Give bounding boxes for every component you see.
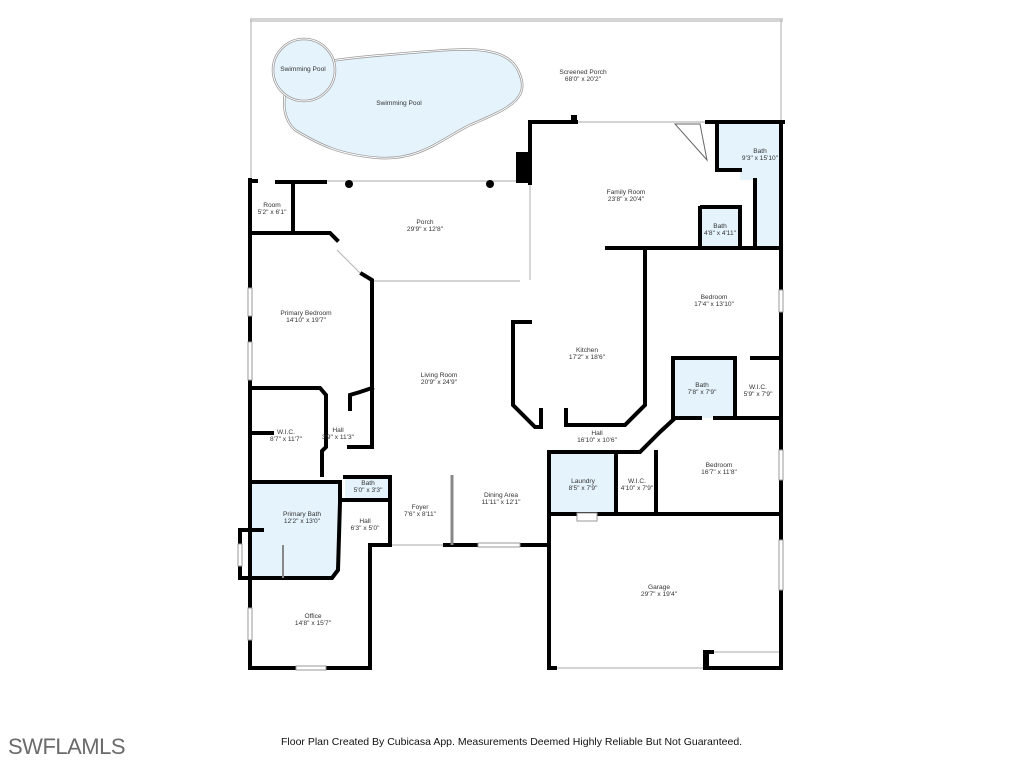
room-labels: Swimming Pool Swimming Pool Screened Por… xyxy=(258,66,779,627)
svg-text:12'2" x 13'0": 12'2" x 13'0" xyxy=(284,518,321,525)
svg-text:Bath: Bath xyxy=(713,223,727,230)
svg-text:17'4" x 13'10": 17'4" x 13'10" xyxy=(694,301,734,308)
svg-text:Garage: Garage xyxy=(648,584,670,591)
room-label-wic-2: W.I.C.8'7" x 11'7" xyxy=(270,429,303,443)
svg-text:Hall: Hall xyxy=(332,427,344,434)
svg-text:Porch: Porch xyxy=(416,219,434,226)
svg-text:23'8" x 20'4": 23'8" x 20'4" xyxy=(608,196,645,203)
svg-text:Living Room: Living Room xyxy=(421,372,458,379)
svg-text:4'10" x 7'9": 4'10" x 7'9" xyxy=(621,485,654,492)
svg-text:Hall: Hall xyxy=(359,518,371,525)
svg-text:Bath: Bath xyxy=(361,480,375,487)
disclaimer-text: Floor Plan Created By Cubicasa App. Meas… xyxy=(281,736,743,748)
svg-text:W.I.C.: W.I.C. xyxy=(749,384,767,391)
svg-text:5'2" x 6'1": 5'2" x 6'1" xyxy=(258,209,287,216)
svg-text:8'5" x 7'9": 8'5" x 7'9" xyxy=(569,485,598,492)
svg-text:W.I.C.: W.I.C. xyxy=(628,478,646,485)
svg-text:6'3" x 5'0": 6'3" x 5'0" xyxy=(351,525,380,532)
svg-text:9'3" x 15'10": 9'3" x 15'10" xyxy=(742,155,779,162)
svg-text:5'9" x 7'9": 5'9" x 7'9" xyxy=(744,391,773,398)
svg-text:Laundry: Laundry xyxy=(571,478,596,485)
svg-text:14'10" x 19'7": 14'10" x 19'7" xyxy=(286,317,326,324)
svg-text:Family Room: Family Room xyxy=(607,189,646,196)
svg-text:Kitchen: Kitchen xyxy=(576,347,598,354)
windows xyxy=(237,287,784,671)
room-label-pool: Swimming Pool xyxy=(376,100,422,107)
wet-areas xyxy=(251,124,780,578)
svg-text:14'8" x 15'7": 14'8" x 15'7" xyxy=(295,620,332,627)
svg-text:Swimming Pool: Swimming Pool xyxy=(280,66,326,73)
swflamls-logo: SWFLAMLS xyxy=(8,734,126,759)
svg-text:7'8" x 7'9": 7'8" x 7'9" xyxy=(688,389,717,396)
swimming-pool xyxy=(271,37,524,160)
svg-text:8'7" x 11'7": 8'7" x 11'7" xyxy=(270,436,303,443)
svg-text:68'0" x 20'2": 68'0" x 20'2" xyxy=(565,76,602,83)
svg-text:Swimming Pool: Swimming Pool xyxy=(376,100,422,107)
svg-text:W.I.C.: W.I.C. xyxy=(277,429,295,436)
svg-text:4'8" x 4'11": 4'8" x 4'11" xyxy=(704,230,737,237)
svg-text:17'2" x 18'6": 17'2" x 18'6" xyxy=(569,354,606,361)
svg-text:7'6" x 8'11": 7'6" x 8'11" xyxy=(404,511,437,518)
svg-text:5'0" x 3'3": 5'0" x 3'3" xyxy=(354,487,383,494)
svg-text:29'7" x 19'4": 29'7" x 19'4" xyxy=(641,591,678,598)
svg-text:29'9" x 12'8": 29'9" x 12'8" xyxy=(407,226,444,233)
svg-text:Screened Porch: Screened Porch xyxy=(559,69,607,76)
room-label-wic-1: W.I.C.5'9" x 7'9" xyxy=(744,384,773,398)
svg-text:20'9" x 24'9": 20'9" x 24'9" xyxy=(421,379,458,386)
svg-text:Bath: Bath xyxy=(695,382,709,389)
svg-text:Bedroom: Bedroom xyxy=(701,294,728,301)
svg-text:Dining Area: Dining Area xyxy=(484,492,518,499)
svg-text:Bath: Bath xyxy=(753,148,767,155)
svg-text:Bedroom: Bedroom xyxy=(706,462,733,469)
svg-text:11'11" x 12'1": 11'11" x 12'1" xyxy=(482,499,522,506)
svg-text:Primary Bath: Primary Bath xyxy=(283,511,321,518)
svg-text:16'10" x 10'6": 16'10" x 10'6" xyxy=(577,437,617,444)
svg-text:3'9" x 11'3": 3'9" x 11'3" xyxy=(322,434,355,441)
room-label-pool-small: Swimming Pool xyxy=(280,66,326,73)
svg-text:Hall: Hall xyxy=(591,430,603,437)
room-label-wic-3: W.I.C.4'10" x 7'9" xyxy=(621,478,654,492)
svg-text:Office: Office xyxy=(304,613,321,620)
svg-text:Room: Room xyxy=(263,202,281,209)
svg-text:Foyer: Foyer xyxy=(412,504,430,511)
svg-text:16'7" x 11'8": 16'7" x 11'8" xyxy=(701,469,737,476)
svg-text:Primary Bedroom: Primary Bedroom xyxy=(280,310,332,317)
walls xyxy=(238,115,785,670)
